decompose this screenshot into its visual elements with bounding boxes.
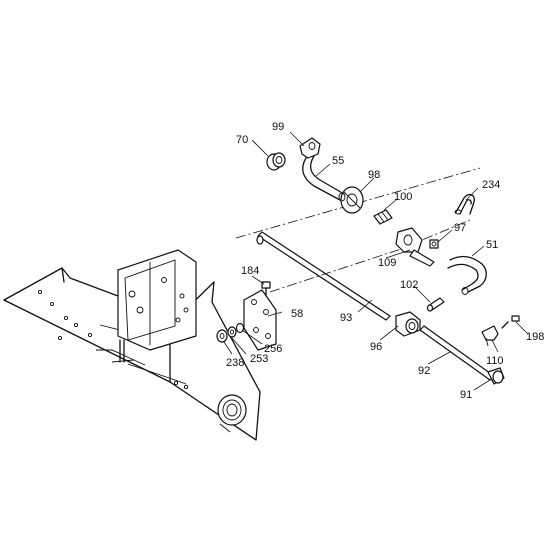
- leader-lines: [223, 131, 529, 391]
- part-96-tee-block: [395, 311, 421, 337]
- callout-198: 198: [526, 331, 544, 343]
- callout-96: 96: [370, 341, 382, 353]
- callout-99: 99: [272, 121, 284, 133]
- part-234-u-bolt: [454, 193, 475, 215]
- callout-98: 98: [368, 169, 380, 181]
- center-lines: [235, 167, 481, 293]
- part-109-valve: [395, 227, 435, 267]
- part-99-elbow: [299, 137, 321, 159]
- callout-93: 93: [340, 312, 352, 324]
- callout-70: 70: [236, 134, 248, 146]
- callout-51: 51: [486, 239, 498, 251]
- callout-100: 100: [394, 191, 412, 203]
- part-97-fitting: [429, 239, 439, 249]
- part-100-coupling: [373, 209, 393, 225]
- callout-184: 184: [241, 265, 259, 277]
- callout-253: 253: [250, 353, 268, 365]
- callout-110: 110: [486, 355, 504, 367]
- part-91-cap: [487, 367, 505, 385]
- part-102-pin: [426, 297, 445, 312]
- callout-109: 109: [378, 257, 396, 269]
- callout-234: 234: [482, 179, 500, 191]
- part-98-bulkhead: [340, 186, 364, 214]
- part-55-hose: [302, 155, 346, 202]
- callout-92: 92: [418, 365, 430, 377]
- part-198-bolt: [501, 315, 520, 329]
- callout-97: 97: [454, 222, 466, 234]
- callout-102: 102: [400, 279, 418, 291]
- part-184-bolt: [261, 281, 271, 297]
- part-58-bracket-plate: [243, 289, 277, 351]
- part-110-clip: [481, 325, 499, 347]
- parts-238-253-256-hardware: [216, 322, 245, 343]
- chassis-frame: [3, 249, 261, 441]
- part-93-long-rod: [256, 231, 391, 321]
- callout-238: 238: [226, 357, 244, 369]
- callout-256: 256: [264, 343, 282, 355]
- callout-labels: 70 99 55 98 100 234 97 51 109 184 102 19…: [226, 121, 544, 401]
- part-70-grommet: [266, 152, 286, 171]
- part-51-hose: [447, 255, 487, 295]
- callout-58: 58: [291, 308, 303, 320]
- callout-55: 55: [332, 155, 344, 167]
- callout-91: 91: [460, 389, 472, 401]
